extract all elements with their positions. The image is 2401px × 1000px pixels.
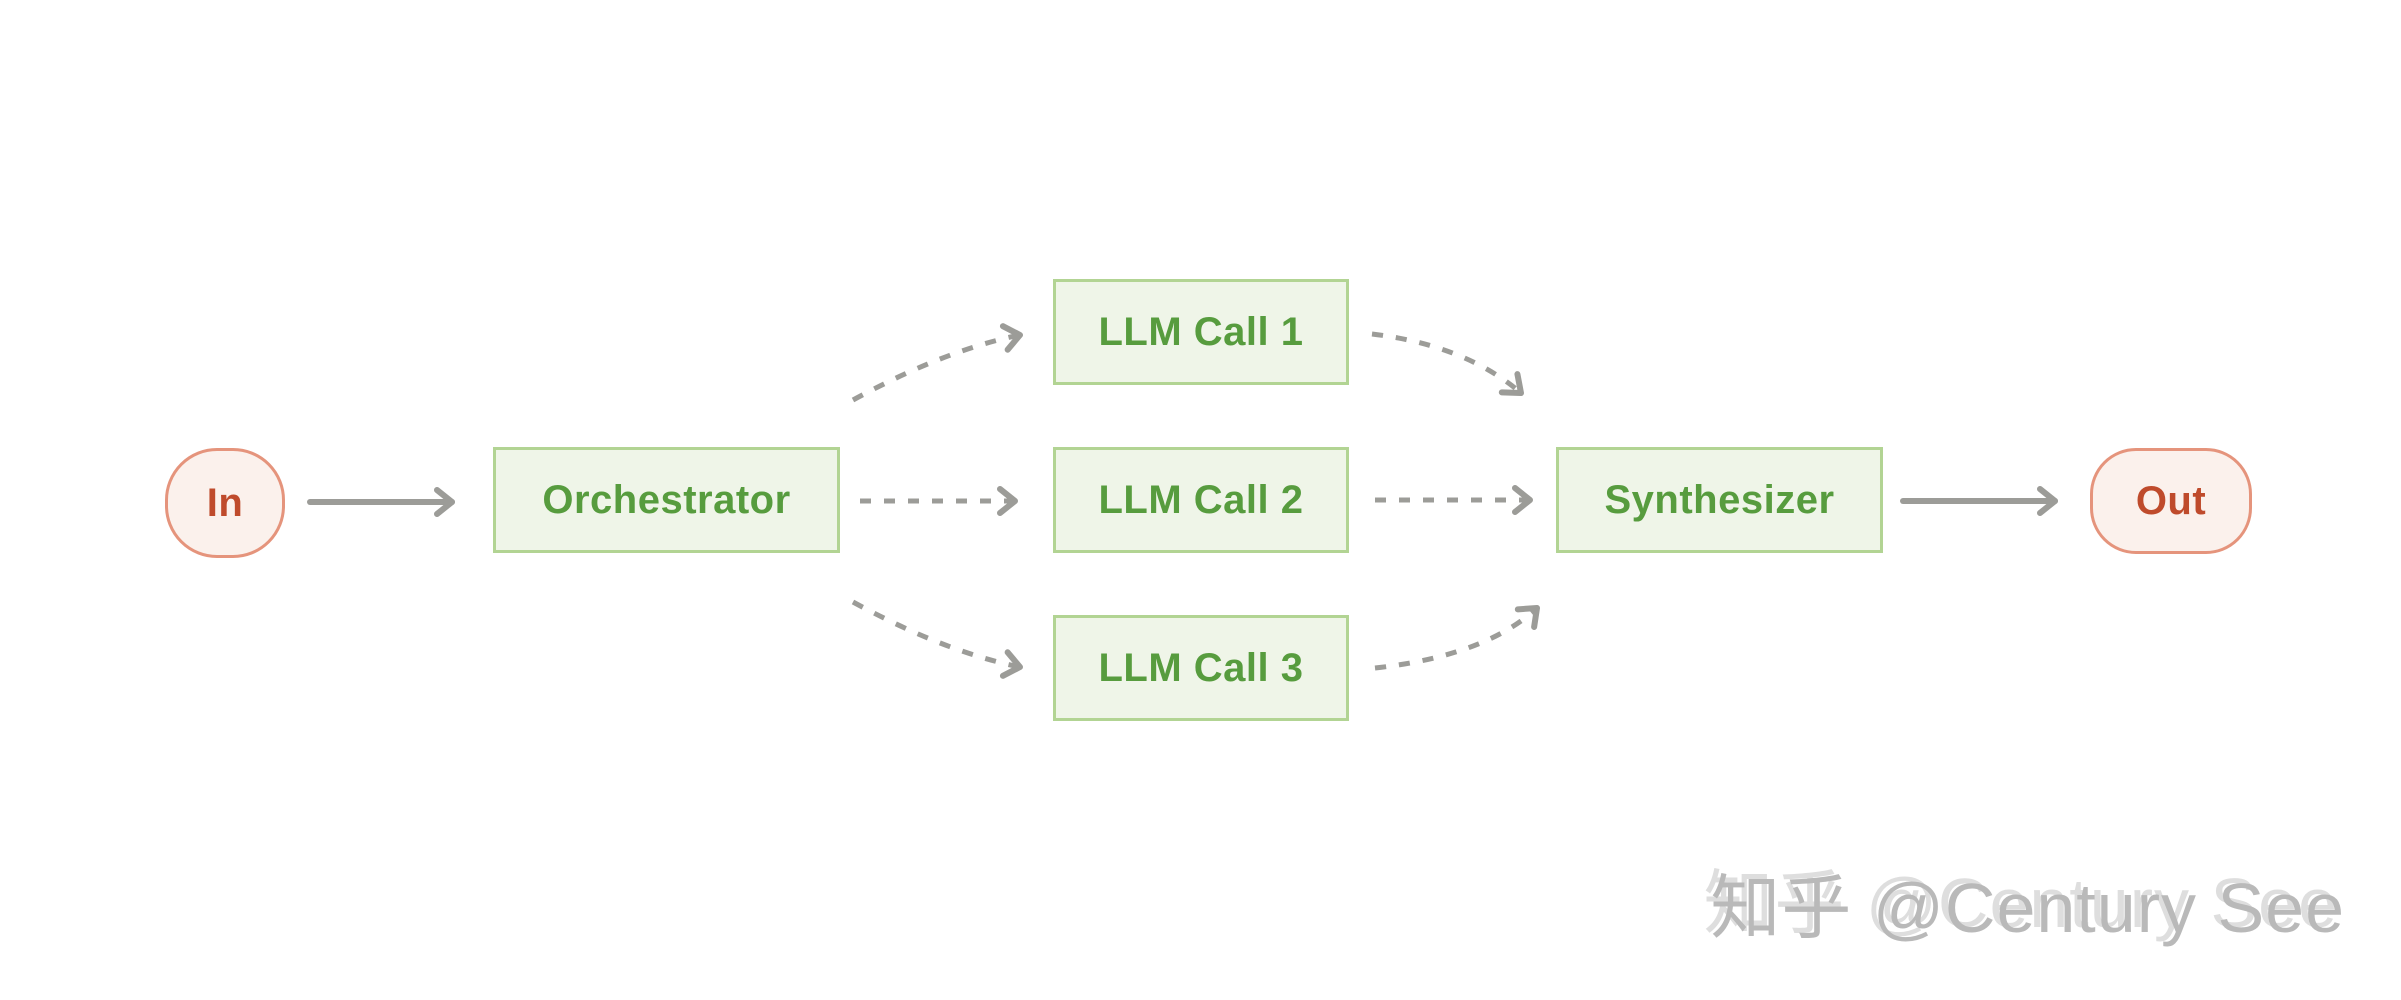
node-llm-call-2-label: LLM Call 2 bbox=[1098, 477, 1304, 522]
node-llm-call-3-label: LLM Call 3 bbox=[1098, 645, 1304, 690]
node-in: In bbox=[165, 448, 285, 558]
watermark: 知乎 @Century See bbox=[1710, 869, 2345, 947]
node-llm-call-2: LLM Call 2 bbox=[1053, 447, 1349, 553]
edge-orchestrator-to-llm-call-3 bbox=[851, 599, 1023, 679]
node-out: Out bbox=[2090, 448, 2252, 554]
node-synthesizer: Synthesizer bbox=[1556, 447, 1883, 553]
edge-orchestrator-to-llm-call-1 bbox=[851, 323, 1023, 403]
node-out-label: Out bbox=[2135, 478, 2207, 523]
node-synthesizer-label: Synthesizer bbox=[1604, 477, 1835, 522]
node-orchestrator-label: Orchestrator bbox=[542, 477, 791, 522]
edge-llm-call-3-to-synthesizer bbox=[1374, 605, 1540, 671]
node-llm-call-1-label: LLM Call 1 bbox=[1098, 309, 1304, 354]
node-llm-call-1: LLM Call 1 bbox=[1053, 279, 1349, 385]
node-llm-call-3: LLM Call 3 bbox=[1053, 615, 1349, 721]
node-in-label: In bbox=[206, 480, 244, 525]
node-orchestrator: Orchestrator bbox=[493, 447, 840, 553]
edge-llm-call-1-to-synthesizer bbox=[1371, 331, 1524, 396]
